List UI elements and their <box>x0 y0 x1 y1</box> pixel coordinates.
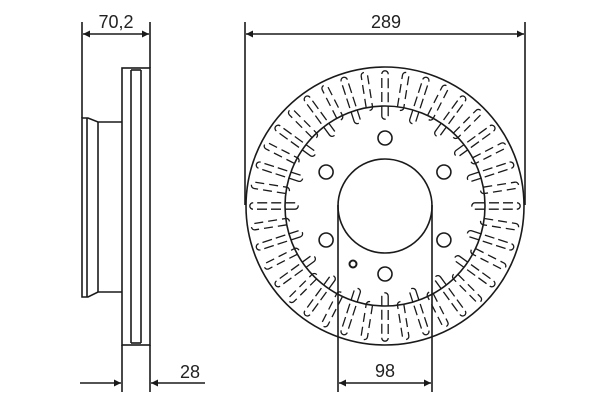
inner-ring-circle <box>284 105 486 307</box>
vent-slot <box>434 274 467 317</box>
vent-slot <box>479 217 520 231</box>
front-view <box>244 22 526 392</box>
vent-slot <box>479 181 520 195</box>
bolt-hole <box>436 164 452 180</box>
vent-slot <box>360 71 374 112</box>
dimension-overall-height: 70,2 <box>83 12 149 38</box>
vent-slot <box>287 272 319 304</box>
vent-slot <box>381 70 389 120</box>
vent-slot <box>470 142 507 165</box>
vent-slot <box>426 84 449 121</box>
vent-slot <box>255 161 304 183</box>
vent-slot <box>396 300 410 341</box>
vent-slot <box>255 229 304 251</box>
hat-profile <box>81 117 122 298</box>
vent-slot <box>426 291 449 328</box>
vent-slot <box>250 181 291 195</box>
vent-slot <box>274 255 317 288</box>
vent-slot <box>408 76 430 125</box>
vent-slot <box>321 291 344 328</box>
vent-slot <box>453 124 496 157</box>
vent-slot <box>466 161 515 183</box>
vent-slot <box>470 247 507 270</box>
vent-slot <box>321 84 344 121</box>
dimension-label-98: 98 <box>375 361 395 381</box>
bolt-holes <box>318 130 452 282</box>
bolt-hole <box>318 232 334 248</box>
bolt-hole <box>436 232 452 248</box>
vent-slot <box>408 287 430 336</box>
dimension-disc-thickness: 28 <box>80 362 205 387</box>
dimension-label-28: 28 <box>180 362 200 382</box>
vent-slot <box>340 287 362 336</box>
friction-ring-profile <box>121 67 151 346</box>
dimension-outer-diameter: 289 <box>246 12 524 38</box>
vent-slot <box>466 229 515 251</box>
dimension-label-70-2: 70,2 <box>98 12 133 32</box>
vent-slot <box>287 108 319 140</box>
dimension-label-289: 289 <box>371 12 401 32</box>
vent-slot <box>381 292 389 342</box>
bolt-hole <box>318 164 334 180</box>
vent-slot <box>434 95 467 138</box>
vent-slot <box>263 142 300 165</box>
center-bore-circle <box>337 158 433 254</box>
vent-slot <box>274 124 317 157</box>
vent-slot <box>451 272 483 304</box>
side-view <box>81 22 151 392</box>
vent-slot <box>453 255 496 288</box>
vent-slot <box>451 108 483 140</box>
outer-edge-circle <box>245 66 525 346</box>
vent-slot <box>249 202 299 210</box>
bolt-hole <box>377 130 393 146</box>
dimension-center-bore: 98 <box>339 361 431 387</box>
vent-slot <box>471 202 521 210</box>
vent-slot <box>340 76 362 125</box>
vent-slot <box>360 300 374 341</box>
bolt-hole <box>377 266 393 282</box>
vent-slot <box>303 274 336 317</box>
vent-slot <box>263 247 300 270</box>
vent-slot <box>303 95 336 138</box>
vent-slot <box>250 217 291 231</box>
marking-hole <box>348 259 358 269</box>
vent-slots <box>249 70 521 342</box>
vent-slot <box>396 71 410 112</box>
